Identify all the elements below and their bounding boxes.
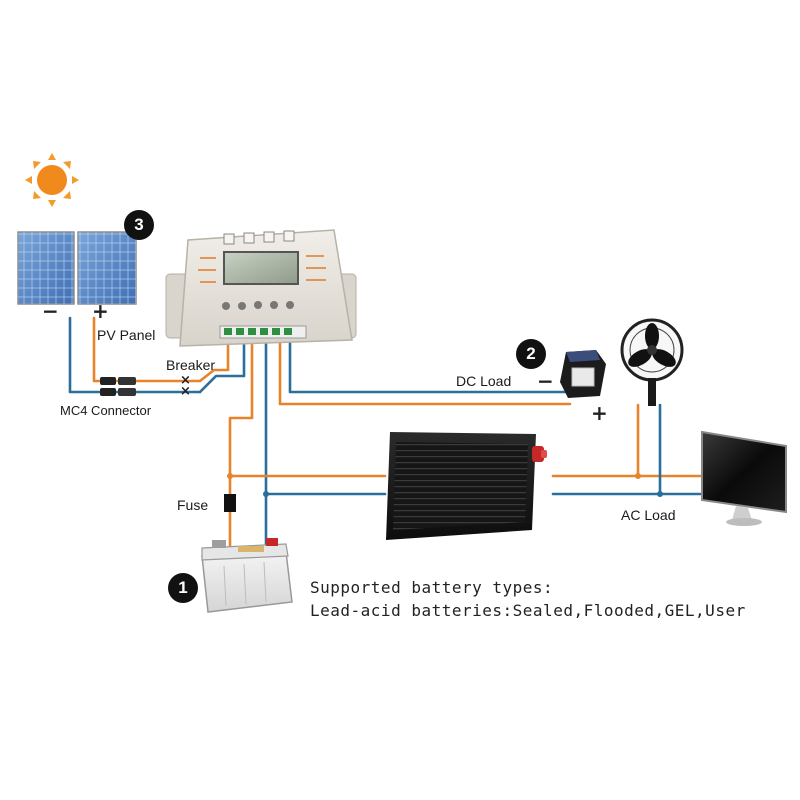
dc-load-label: DC Load (456, 373, 512, 389)
dcload-positive-wire (278, 336, 572, 406)
battery-types-heading: Supported battery types: (310, 578, 554, 597)
dcload-plus-sign: + (591, 401, 608, 425)
breaker-positive-wire (198, 336, 230, 383)
pv-panel-label: PV Panel (97, 327, 156, 343)
breaker-cross-top: × (180, 373, 191, 388)
pv-minus-sign: − (42, 299, 59, 323)
mc4-connector-label: MC4 Connector (60, 403, 152, 418)
battery-positive-wire (228, 338, 254, 550)
pv-negative-wire (68, 316, 202, 394)
pv-positive-wire (92, 316, 202, 383)
dcload-negative-wire (288, 336, 572, 394)
solar-panel-icon (17, 231, 137, 305)
charge-controller-icon (165, 229, 357, 347)
wires (68, 316, 702, 550)
pv-plus-sign: + (92, 299, 109, 323)
controller-number-badge: 3 (124, 210, 154, 240)
ac-load-label: AC Load (621, 507, 676, 523)
dcload-minus-sign: − (537, 369, 554, 393)
battery-icon (201, 538, 293, 613)
battery-types-list: Lead-acid batteries:Sealed,Flooded,GEL,U… (310, 601, 746, 620)
breaker-label: Breaker (166, 357, 216, 373)
breaker-cross-bottom: × (180, 384, 191, 399)
dcload-number-badge: 2 (516, 339, 546, 369)
fan-icon (620, 318, 684, 406)
battery-number-badge: 1 (168, 573, 198, 603)
sun-icon (25, 153, 79, 207)
mc4-connector-icon (100, 377, 136, 396)
breaker-negative-wire (198, 336, 246, 394)
inverter-icon (386, 432, 547, 540)
monitor-icon (701, 430, 787, 526)
solar-lamp-icon (560, 350, 606, 398)
fuse-label: Fuse (177, 497, 209, 513)
fuse-icon (224, 494, 236, 512)
